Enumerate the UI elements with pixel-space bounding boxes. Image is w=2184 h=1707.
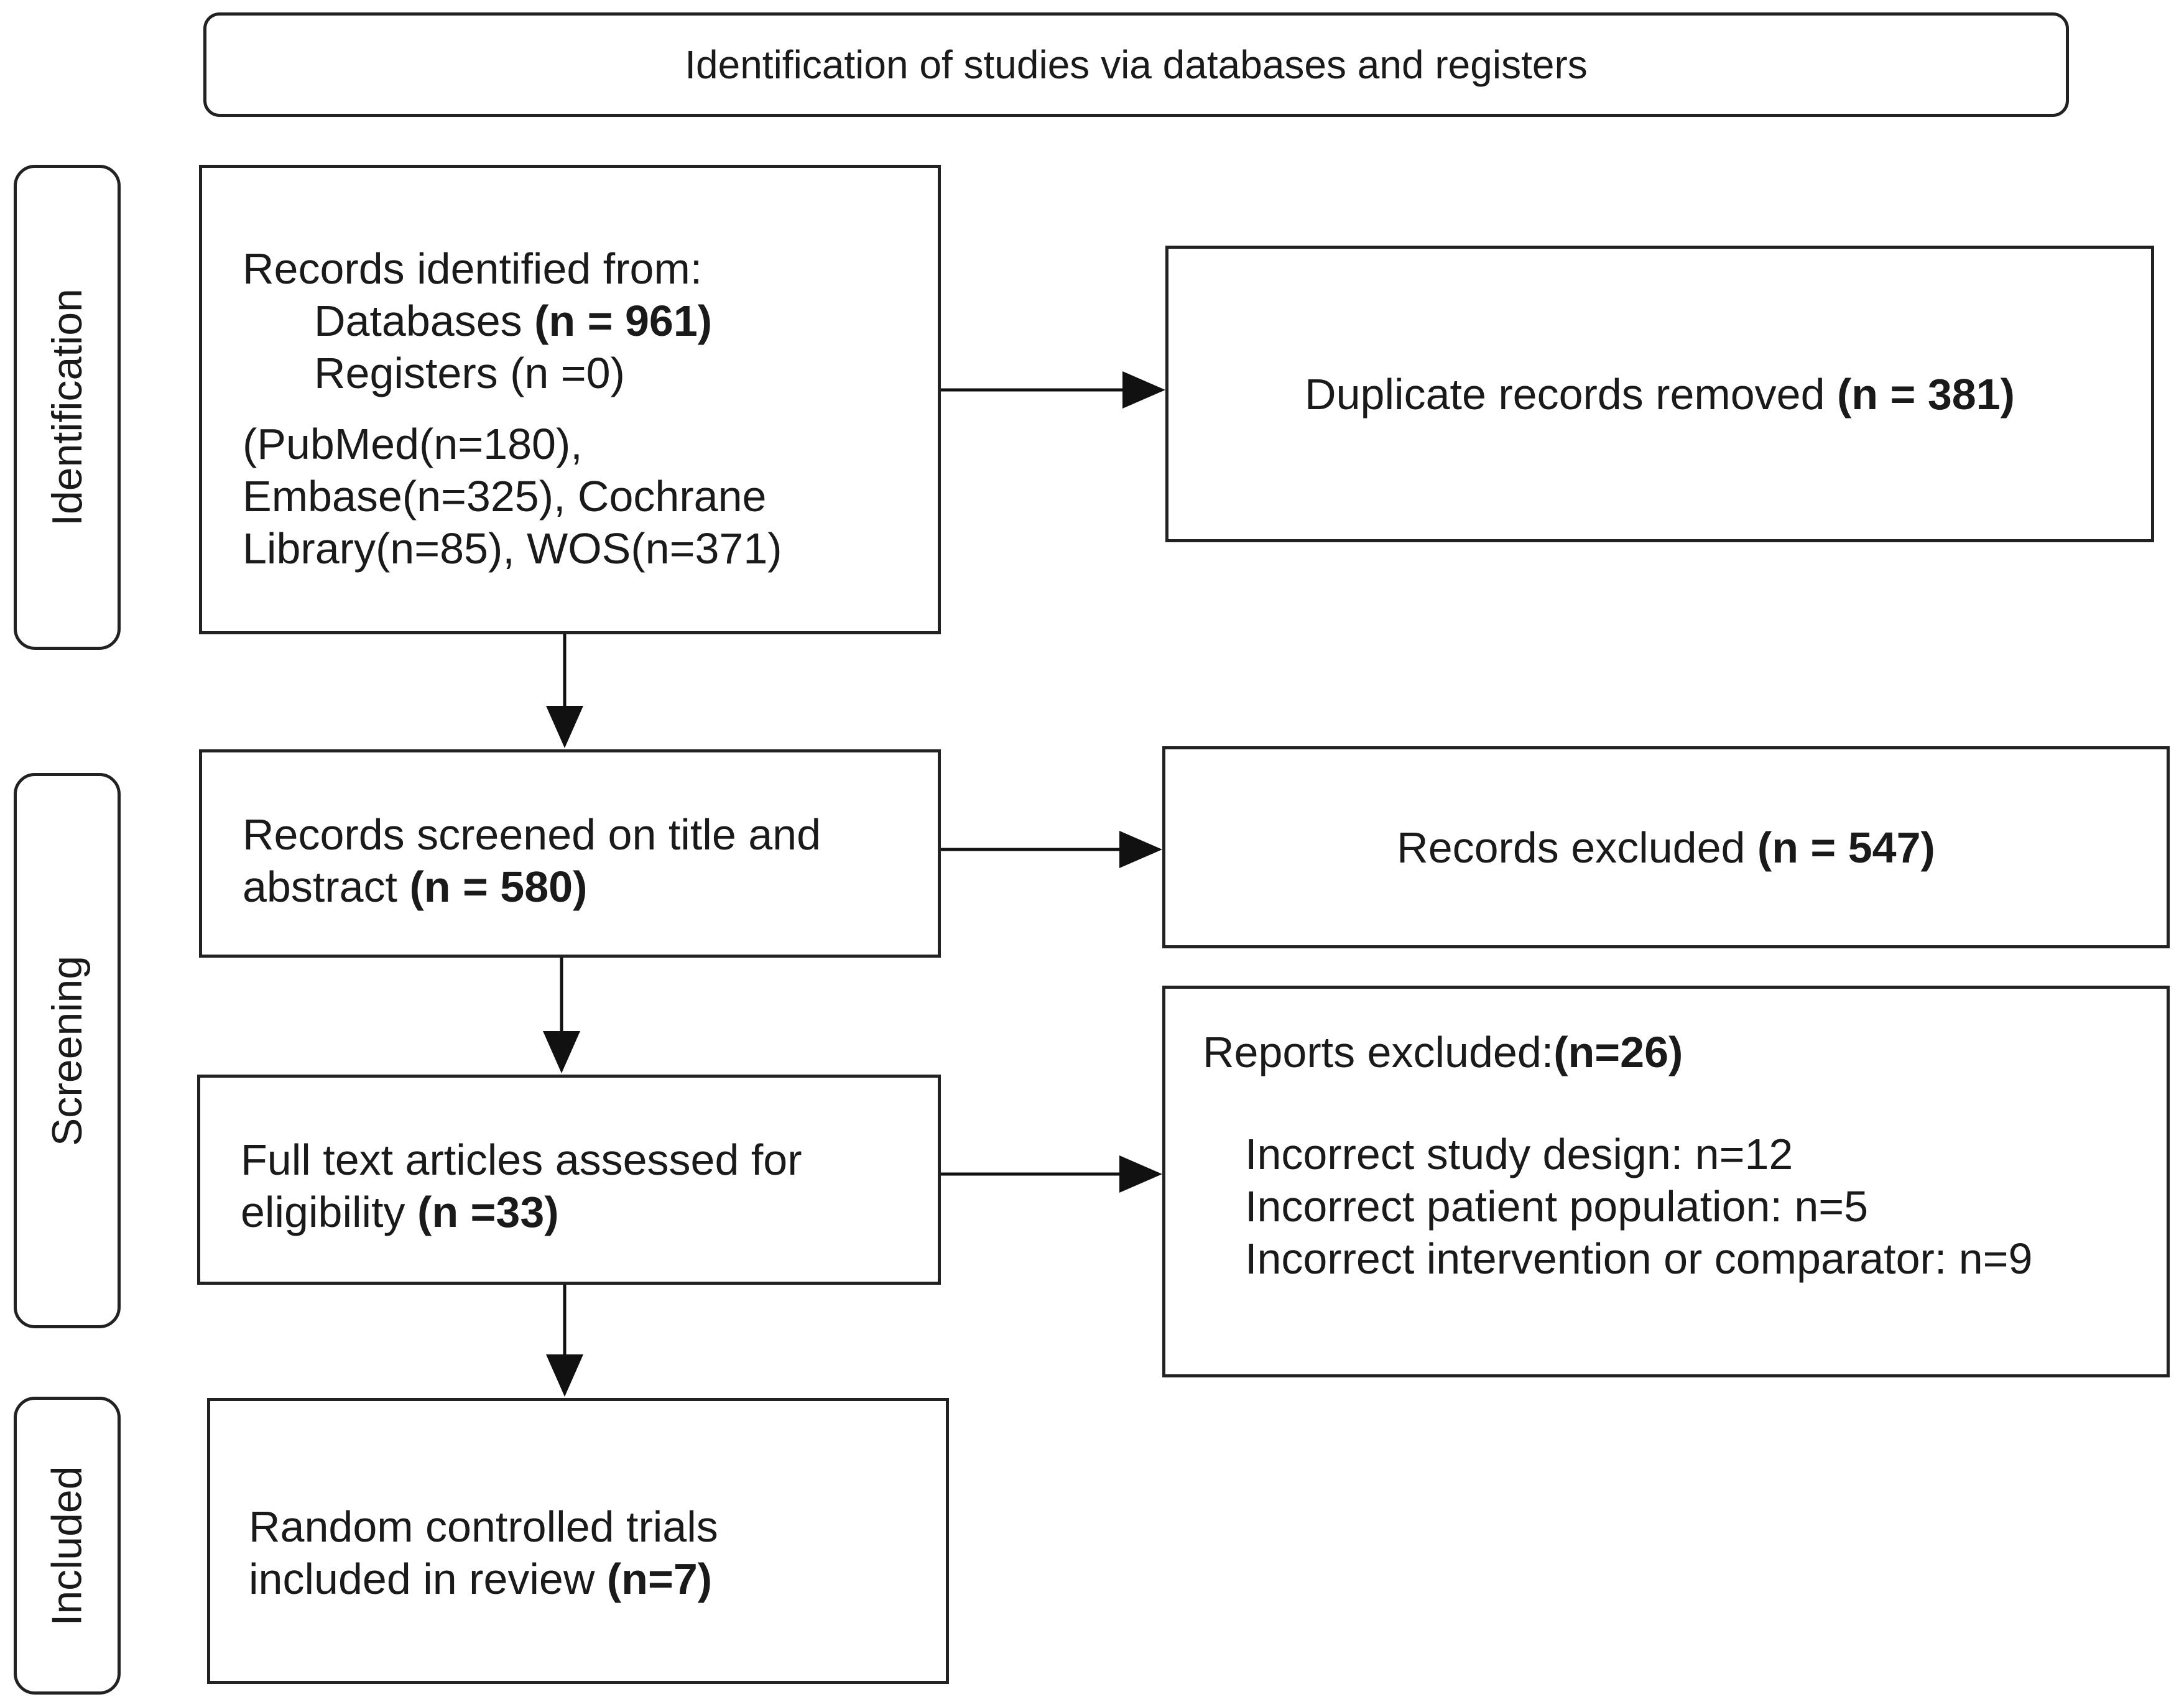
arrowhead-duplicates <box>1122 371 1165 409</box>
records-screened-count: (n = 580) <box>409 863 588 911</box>
included-line1: Random controlled trials <box>249 1502 718 1551</box>
header-box: Identification of studies via databases … <box>203 12 2069 117</box>
sources-line-1: (PubMed(n=180), <box>243 420 583 468</box>
full-text-line1: Full text articles assessed for <box>241 1136 802 1184</box>
phase-included: Included <box>14 1397 121 1695</box>
arrowhead-full-text <box>543 1031 580 1073</box>
records-excluded-count: (n = 547) <box>1757 823 1935 872</box>
arrowhead-reports-excluded <box>1119 1155 1162 1193</box>
records-screened-box: Records screened on title and abstract (… <box>199 749 941 958</box>
full-text-line2: eligibility <box>241 1188 405 1236</box>
records-excluded-label: Records excluded <box>1397 823 1746 872</box>
sources-line-3: Library(n=85), WOS(n=371) <box>243 524 782 573</box>
duplicates-removed-label: Duplicate records removed <box>1305 369 1825 419</box>
exclusion-reason: Incorrect intervention or comparator: n=… <box>1245 1234 2033 1283</box>
arrowhead-screened <box>546 706 583 748</box>
phase-screening: Screening <box>14 773 121 1328</box>
databases-count: (n = 961) <box>534 297 713 345</box>
included-box: Random controlled trials included in rev… <box>207 1398 949 1684</box>
records-screened-line1: Records screened on title and <box>243 810 821 859</box>
records-excluded-box: Records excluded (n = 547) <box>1162 746 2170 948</box>
full-text-count: (n =33) <box>417 1188 559 1236</box>
header-title: Identification of studies via databases … <box>685 42 1588 87</box>
full-text-box: Full text articles assessed for eligibil… <box>197 1075 941 1285</box>
reports-excluded-box: Reports excluded:(n=26) Incorrect study … <box>1162 986 2170 1377</box>
included-line2: included in review <box>249 1555 595 1603</box>
records-screened-line2: abstract <box>243 863 397 911</box>
arrowhead-records-excluded <box>1119 831 1162 868</box>
exclusion-reason: Incorrect study design: n=12 <box>1245 1130 1793 1178</box>
records-identified-heading: Records identified from: <box>243 244 703 293</box>
sources-line-2: Embase(n=325), Cochrane <box>243 472 767 520</box>
registers-line: Registers (n =0) <box>314 349 625 397</box>
phase-identification: Identification <box>14 165 121 650</box>
included-count: (n=7) <box>606 1555 713 1603</box>
exclusion-reason: Incorrect patient population: n=5 <box>1245 1182 1869 1231</box>
reports-excluded-heading: Reports excluded: <box>1203 1028 1554 1076</box>
reports-excluded-count: (n=26) <box>1553 1028 1683 1076</box>
databases-line: Databases (n = 961) <box>243 295 938 347</box>
arrowhead-included <box>546 1354 583 1397</box>
databases-label: Databases <box>314 297 522 345</box>
duplicates-removed-count: (n = 381) <box>1836 369 2015 419</box>
records-identified-box: Records identified from: Databases (n = … <box>199 165 941 634</box>
duplicates-removed-box: Duplicate records removed (n = 381) <box>1165 246 2154 542</box>
